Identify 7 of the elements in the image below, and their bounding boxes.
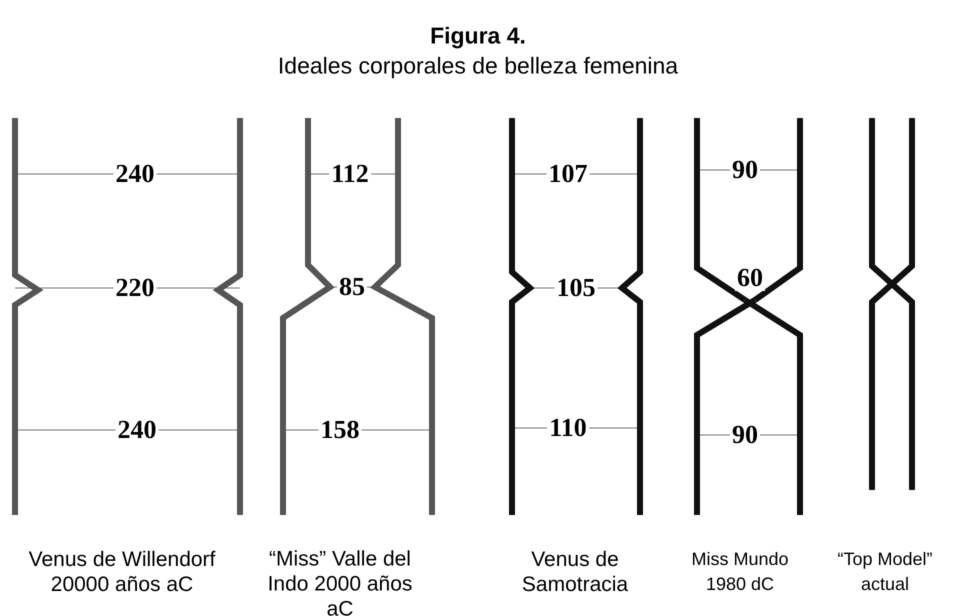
figure-caption: Miss Mundo 1980 dC bbox=[690, 548, 790, 596]
figure-caption: “Miss” Valle del Indo 2000 años aC bbox=[266, 546, 414, 616]
figure-caption: “Top Model” actual bbox=[836, 548, 934, 596]
figure-subtitle: Ideales corporales de belleza femenina bbox=[278, 52, 678, 80]
figure-caption: Venus de Samotracia bbox=[520, 547, 630, 597]
figure-title: Figura 4. bbox=[430, 22, 526, 50]
figure-caption: Venus de Willendorf 20000 años aC bbox=[28, 547, 216, 597]
